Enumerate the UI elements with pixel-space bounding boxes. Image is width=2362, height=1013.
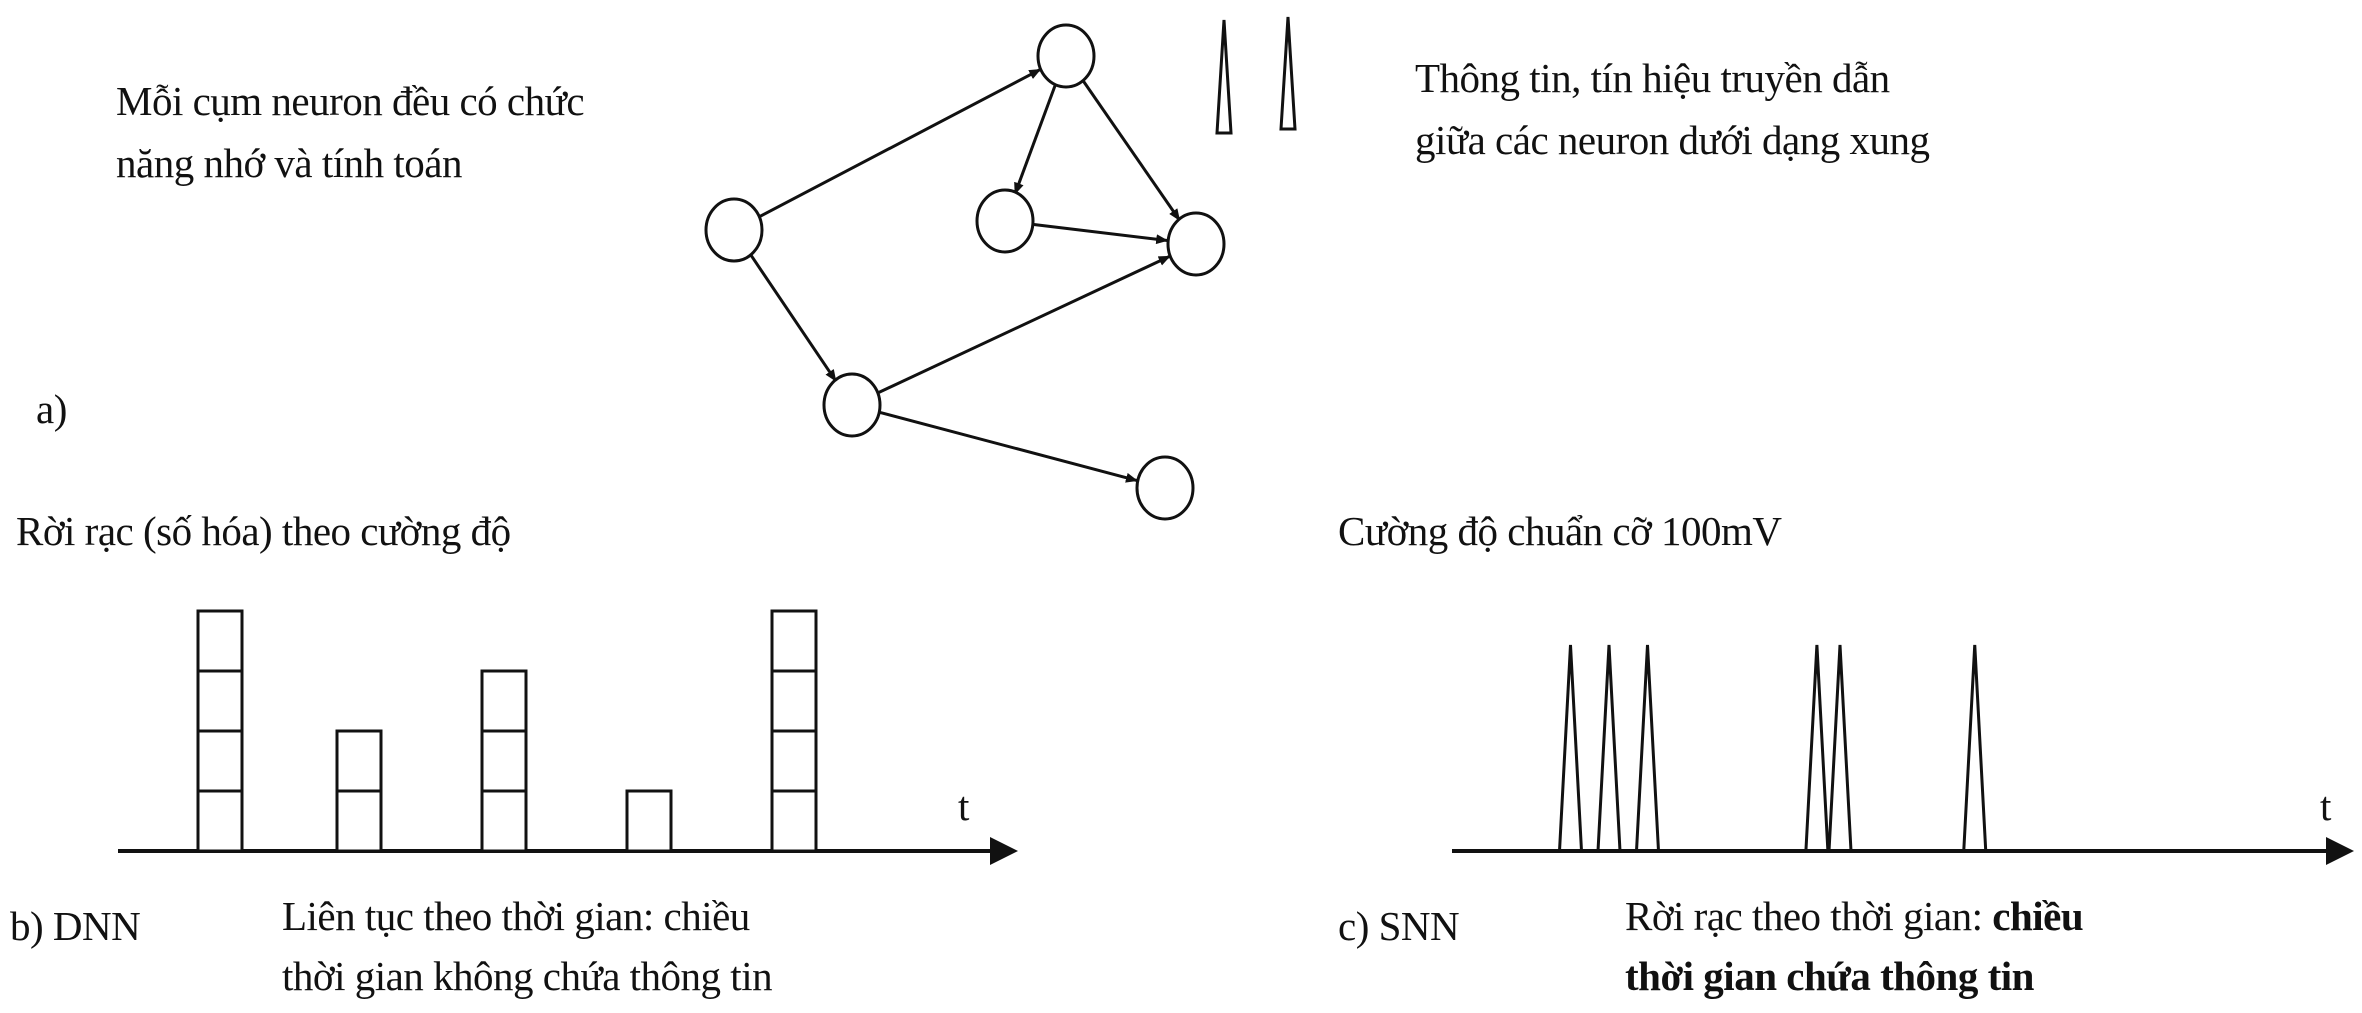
pulse-icons: [1215, 16, 1297, 135]
dnn-bar-segment: [335, 729, 383, 793]
snn-spike: [1596, 644, 1622, 852]
edge-n3-n4: [1032, 222, 1169, 245]
snn-axis-arrow-icon: [2326, 837, 2354, 865]
edge-n1-n5: [748, 252, 838, 382]
dnn-bar-segment: [770, 729, 818, 793]
neuron-node-n3: [975, 188, 1035, 254]
neuron-node-n1: [704, 197, 764, 263]
edge-n2-n4: [1080, 78, 1181, 222]
panel-c-top-caption: Cường độ chuẩn cỡ 100mV: [1338, 508, 1782, 554]
dnn-bar-segment: [480, 789, 528, 853]
snn-chart: [1452, 644, 2354, 865]
panel-a-left-caption-line1: Mỗi cụm neuron đều có chức: [116, 78, 585, 124]
snn-spike: [1558, 644, 1583, 852]
panel-c-label: c) SNN: [1338, 903, 1460, 949]
dnn-bar-segment: [625, 789, 673, 853]
panel-b-label: b) DNN: [10, 903, 141, 949]
neuron-node-n6: [1135, 455, 1195, 521]
snn-spike: [1962, 644, 1988, 852]
dnn-bar-3: [480, 669, 528, 853]
snn-spike: [1804, 644, 1830, 852]
panel-c-axis-label: t: [2320, 783, 2331, 829]
neuron-network: [704, 23, 1226, 521]
edge-n2-n3: [1013, 81, 1058, 195]
dnn-bar-segment: [770, 669, 818, 733]
panel-c-caption-bold-1: chiều: [1992, 893, 2084, 939]
dnn-bar-segment: [480, 729, 528, 793]
dnn-bar-1: [196, 609, 244, 853]
dnn-bar-5: [770, 609, 818, 853]
panel-a-right-caption-line2: giữa các neuron dưới dạng xung: [1415, 117, 1930, 163]
panel-a-left-caption-line2: năng nhớ và tính toán: [116, 140, 462, 186]
panel-c-bottom-caption-line2: thời gian chứa thông tin: [1625, 953, 2034, 999]
panel-b-top-caption: Rời rạc (số hóa) theo cường độ: [16, 508, 511, 554]
dnn-bar-segment: [770, 789, 818, 853]
dnn-bar-4: [625, 789, 673, 853]
panel-b-axis-label: t: [958, 783, 969, 829]
dnn-chart: [118, 609, 1018, 865]
dnn-axis-arrow-icon: [990, 837, 1018, 865]
dnn-bar-segment: [196, 609, 244, 673]
neuron-node-n4: [1166, 211, 1226, 277]
panel-a-right-caption-line1: Thông tin, tín hiệu truyền dẫn: [1415, 55, 1890, 101]
pulse-icon: [1279, 16, 1297, 131]
edge-n5-n6: [878, 410, 1138, 483]
dnn-bar-segment: [196, 669, 244, 733]
dnn-bar-segment: [196, 729, 244, 793]
dnn-bar-2: [335, 729, 383, 853]
dnn-bar-segment: [480, 669, 528, 733]
snn-spike: [1635, 644, 1660, 852]
neuron-node-n5: [822, 372, 882, 438]
panel-b-bottom-caption-line2: thời gian không chứa thông tin: [282, 953, 773, 999]
snn-spike: [1827, 644, 1853, 852]
dnn-bar-segment: [770, 609, 818, 673]
panel-c-bottom-caption-line1: Rời rạc theo thời gian: chiều: [1625, 890, 2084, 942]
neuron-node-n2: [1036, 23, 1096, 89]
panel-a-label: a): [36, 386, 67, 432]
pulse-icon: [1215, 19, 1233, 135]
dnn-bar-segment: [196, 789, 244, 853]
panel-c-caption-regular: Rời rạc theo thời gian:: [1625, 893, 1993, 939]
dnn-bar-segment: [335, 789, 383, 853]
edge-n5-n4: [876, 254, 1171, 395]
edge-n1-n2: [758, 68, 1042, 219]
panel-b-bottom-caption-line1: Liên tục theo thời gian: chiều: [282, 893, 750, 939]
